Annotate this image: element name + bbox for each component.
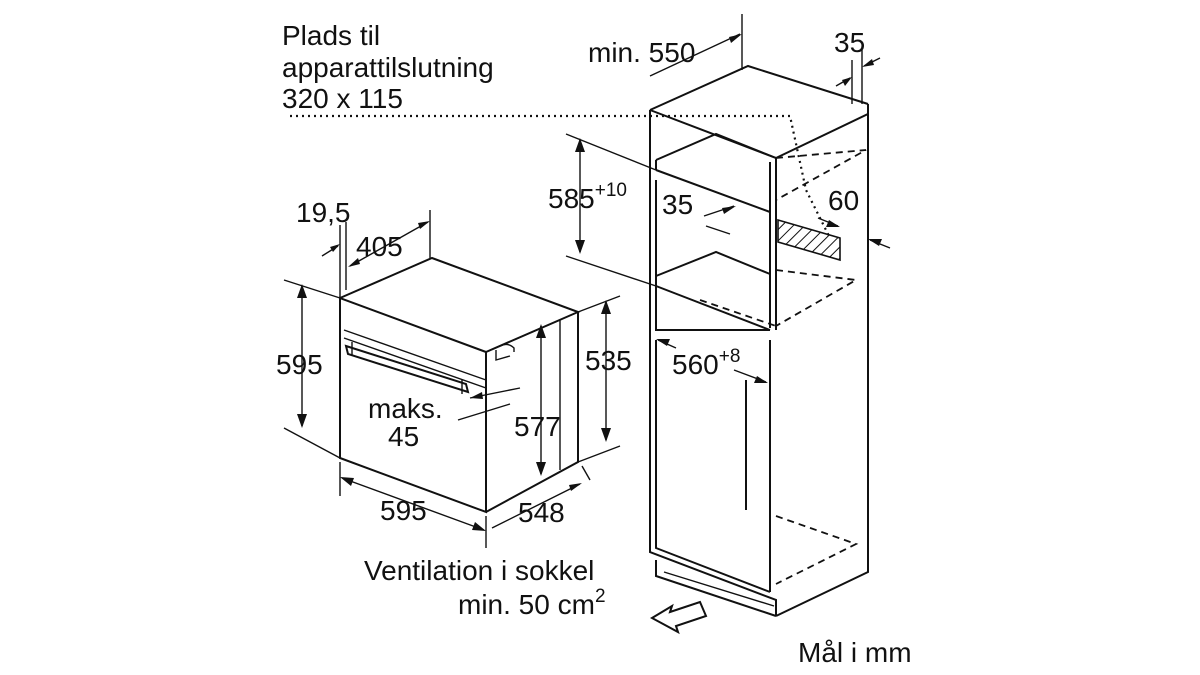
connection-space-label-line3: 320 x 115 [282,83,403,114]
connection-space-label-line2: apparattilslutning [282,52,494,83]
cabinet-front-left [649,110,777,616]
vent-gap-label: 60 [828,185,859,216]
max-label-line2: 45 [388,421,419,452]
oven-handle [344,344,470,394]
cabinet-dimensions [565,14,891,383]
connection-space-label-line1: Plads til [282,20,380,51]
oven-top-depth-label: 405 [356,231,403,262]
oven-side-height-label: 535 [585,345,632,376]
ventilation-gap [777,218,841,262]
oven-height-label: 595 [276,349,323,380]
niche-width-label: 560+8 [672,346,740,380]
cabinet-right-side [775,112,869,617]
oven-dimensions [283,210,621,548]
oven-front [339,296,487,514]
cabinet-drawing [290,64,869,635]
oven-depth-label: 548 [518,497,565,528]
niche-height-label: 585+10 [548,180,627,214]
ventilation-label-line2: min. 50 cm2 [458,586,606,620]
oven-drawing [339,256,581,514]
top-gap-label: 35 [834,27,865,58]
cabinet-top-back [649,64,869,111]
max-label-line1: maks. [368,393,443,424]
oven-control-line [343,329,487,381]
inner-gap-label: 35 [662,189,693,220]
oven-width-label: 595 [380,495,427,526]
oven-inner-height-label: 577 [514,411,561,442]
ventilation-label-line1: Ventilation i sokkel [364,555,594,586]
front-offset-label: 19,5 [296,197,351,228]
connection-space-line [290,114,831,239]
units-label: Mål i mm [798,637,912,668]
ventilation-arrow [649,600,708,635]
min-depth-label: min. 550 [588,37,695,68]
